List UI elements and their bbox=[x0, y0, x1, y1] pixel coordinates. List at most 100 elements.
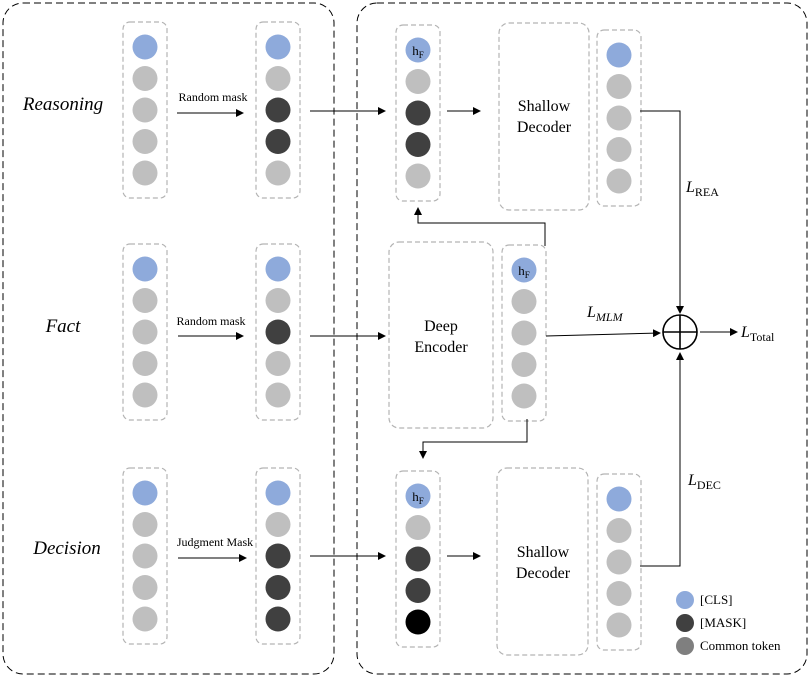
hf-token-label: hF bbox=[518, 263, 530, 280]
token-mask bbox=[405, 132, 431, 157]
token-common bbox=[405, 69, 431, 94]
token-common bbox=[606, 168, 632, 194]
token-column-frame bbox=[596, 473, 642, 651]
token-column-frame bbox=[255, 243, 301, 421]
legend-swatch-mask bbox=[676, 614, 694, 632]
mask-label-fact: Random mask bbox=[177, 314, 246, 328]
token-common bbox=[606, 612, 632, 638]
token-common bbox=[132, 512, 158, 537]
token-column-frame bbox=[395, 470, 441, 648]
token-column-frame bbox=[501, 244, 547, 422]
token-common bbox=[265, 382, 291, 408]
token-common bbox=[606, 581, 632, 606]
token-common bbox=[265, 160, 291, 186]
token-mask bbox=[265, 543, 291, 569]
legend-label: [MASK] bbox=[700, 615, 746, 630]
row-label-fact: Fact bbox=[45, 316, 82, 337]
loss-mlm-label: LMLM bbox=[586, 304, 624, 324]
token-common bbox=[511, 383, 537, 409]
input-panel bbox=[2, 2, 335, 675]
loss-dec-label: LDEC bbox=[687, 472, 721, 492]
legend-swatch-cls bbox=[676, 591, 694, 609]
row-label-decision: Decision bbox=[32, 538, 101, 559]
token-column-frame bbox=[395, 24, 441, 202]
shallow-decoder-bottom bbox=[496, 467, 589, 656]
shallow-decoder-top-line1: Shallow bbox=[518, 98, 571, 115]
token-column-frame bbox=[255, 467, 301, 645]
token-common bbox=[132, 160, 158, 186]
loss-total-label: LTotal bbox=[740, 324, 775, 344]
token-mask bbox=[265, 129, 291, 154]
mlm-loss-path bbox=[545, 329, 661, 338]
token-common bbox=[511, 352, 537, 377]
legend-label: [CLS] bbox=[700, 592, 733, 607]
token-common bbox=[606, 549, 632, 575]
token-common bbox=[132, 606, 158, 632]
shallow-decoder-bottom-line1: Shallow bbox=[517, 544, 570, 561]
token-column-frame bbox=[596, 29, 642, 207]
token-common bbox=[132, 288, 158, 313]
token-mask bbox=[265, 97, 291, 123]
legend-swatch-legend-common bbox=[676, 637, 694, 655]
token-column-frame bbox=[122, 243, 168, 421]
legend-label: Common token bbox=[700, 638, 781, 653]
token-common bbox=[132, 319, 158, 345]
token-cls bbox=[606, 486, 632, 512]
hf-token-label: hF bbox=[412, 489, 424, 506]
token-cls bbox=[265, 34, 291, 60]
token-cls bbox=[606, 42, 632, 68]
token-common bbox=[132, 66, 158, 91]
token-mask bbox=[265, 606, 291, 632]
token-common bbox=[132, 129, 158, 154]
token-mask bbox=[265, 319, 291, 345]
token-hf bbox=[405, 483, 431, 509]
mask-label-decision: Judgment Mask bbox=[177, 535, 253, 549]
token-common bbox=[132, 97, 158, 123]
token-cls bbox=[132, 480, 158, 506]
token-hf bbox=[511, 257, 537, 283]
token-common bbox=[405, 515, 431, 540]
token-common bbox=[265, 288, 291, 313]
sum-node bbox=[662, 314, 698, 350]
token-column-frame bbox=[122, 467, 168, 645]
token-cls bbox=[265, 256, 291, 282]
token-cls bbox=[132, 34, 158, 60]
token-cls bbox=[132, 256, 158, 282]
token-column-frame bbox=[122, 21, 168, 199]
shallow-decoder-top-line2: Decoder bbox=[517, 119, 572, 136]
hf-route-bottom bbox=[419, 419, 528, 459]
token-common bbox=[265, 512, 291, 537]
token-common bbox=[511, 289, 537, 314]
token-black bbox=[405, 609, 431, 635]
token-common bbox=[132, 575, 158, 600]
token-common bbox=[405, 163, 431, 189]
deep-encoder-block bbox=[388, 241, 494, 429]
token-mask bbox=[405, 100, 431, 126]
mask-label-reasoning: Random mask bbox=[179, 90, 248, 104]
shallow-decoder-bottom-line2: Decoder bbox=[516, 565, 571, 582]
token-common bbox=[606, 137, 632, 162]
token-common bbox=[511, 320, 537, 346]
token-mask bbox=[405, 546, 431, 572]
shallow-decoder-top bbox=[498, 22, 590, 211]
legend: [CLS] [MASK] Common token bbox=[676, 591, 781, 655]
deep-encoder-line2: Encoder bbox=[414, 339, 468, 356]
dec-loss-path bbox=[640, 352, 684, 567]
token-common bbox=[606, 105, 632, 131]
rea-loss-path bbox=[640, 110, 684, 314]
token-hf bbox=[405, 37, 431, 63]
token-common bbox=[132, 382, 158, 408]
token-column-frame bbox=[255, 21, 301, 199]
token-cls bbox=[265, 480, 291, 506]
row-label-reasoning: Reasoning bbox=[22, 94, 103, 115]
token-common bbox=[606, 74, 632, 99]
loss-rea-label: LREA bbox=[685, 179, 719, 199]
token-common bbox=[265, 351, 291, 376]
token-common bbox=[132, 543, 158, 569]
token-mask bbox=[265, 575, 291, 600]
token-common bbox=[606, 518, 632, 543]
token-common bbox=[265, 66, 291, 91]
token-common bbox=[132, 351, 158, 376]
